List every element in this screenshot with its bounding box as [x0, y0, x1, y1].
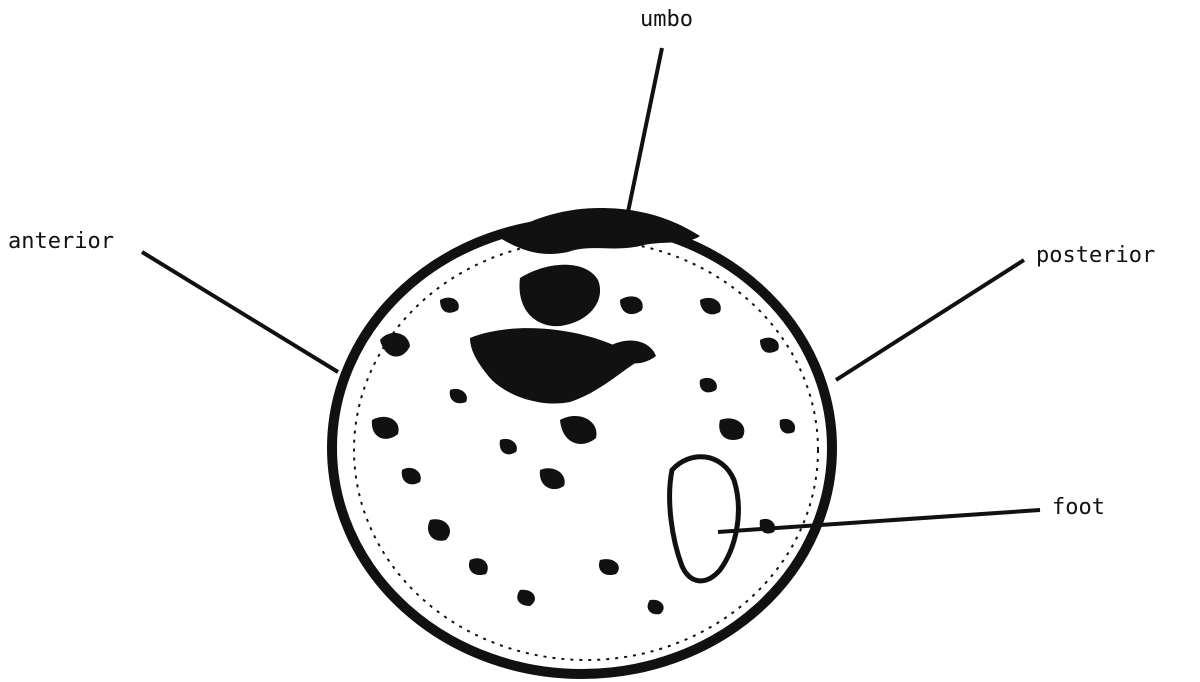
anterior-label: anterior	[8, 229, 114, 254]
posterior-leader-line	[836, 260, 1024, 380]
umbo-leader-line	[628, 48, 662, 212]
foot-label: foot	[1052, 495, 1105, 520]
anterior-leader-line	[142, 252, 338, 372]
umbo-label: umbo	[640, 7, 693, 32]
posterior-label: posterior	[1036, 243, 1155, 268]
